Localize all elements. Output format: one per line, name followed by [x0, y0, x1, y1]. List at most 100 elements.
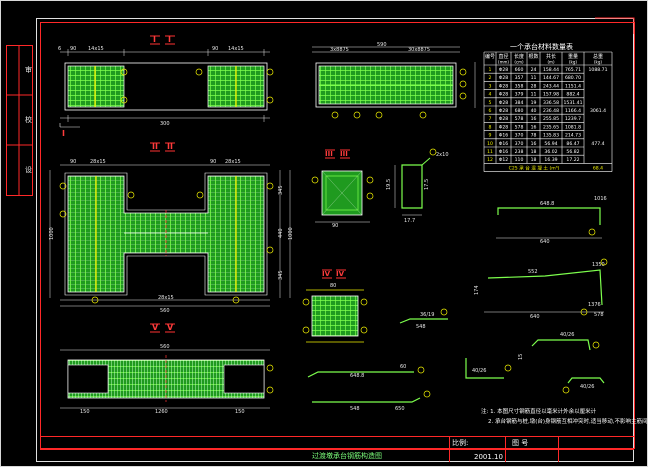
dim-top-left-c: 6: [58, 46, 61, 52]
table-cell: 2: [489, 75, 492, 81]
side-label-column: 审 校 设: [6, 45, 33, 196]
dim-stirrup-b: 19.5: [386, 179, 392, 190]
dim-bar5-a: 548: [350, 406, 360, 412]
section-III-mark-b: III: [340, 150, 348, 158]
table-cell: 17.22: [566, 157, 579, 163]
table-unit: (cm): [514, 60, 524, 65]
table-header: 编号: [485, 53, 495, 60]
table-cell: 660: [515, 67, 524, 73]
view-elevation: 590 3x8875 30x8875: [312, 42, 476, 119]
table-cell: 18: [531, 149, 537, 155]
table-footer-value: 68.4: [593, 165, 603, 171]
table-cell: 680.70: [565, 75, 581, 81]
table-header: 重量: [568, 53, 578, 60]
dim-bottom-left: 560: [160, 344, 170, 350]
table-cell: Φ28: [499, 108, 509, 114]
table-cell: 370: [515, 141, 524, 147]
table-cell: 4: [489, 92, 492, 98]
section-V-mark-b: V: [167, 323, 174, 332]
table-cell: 238: [515, 149, 524, 155]
view-section-IV: IV IV 80: [302, 269, 368, 343]
section-I-left: I: [62, 129, 65, 138]
drawing-title: 过渡墩承台钢筋构造图: [312, 451, 382, 460]
section-IV-mark-b: IV: [336, 270, 345, 278]
table-cell: 9: [489, 133, 492, 139]
dim-bar2-a: 552: [528, 269, 538, 275]
dim-hplan-r3: 345: [278, 270, 284, 280]
title-block: 过渡墩承台钢筋构造图 比例: 图 号 2001.10: [40, 436, 634, 462]
note-line-2: 2. 承台钢筋与桩,墩(台)身钢筋互相冲突时,适当移动,不影响主筋间距及: [488, 417, 648, 425]
table-footer-label: C25 承 台 混 凝 土 (m³): [509, 164, 560, 171]
table-cell: 56.94: [544, 141, 557, 147]
table-header: 根数: [528, 53, 538, 60]
table-cell: Φ28: [499, 92, 509, 98]
table-cell: 882.4: [566, 92, 579, 98]
table-header: 总重: [593, 53, 603, 60]
table-unit: (m): [547, 60, 554, 65]
table-cell: Φ16: [499, 133, 509, 139]
table-cell: 578: [515, 124, 524, 130]
dim-sec4-a: 80: [330, 283, 336, 289]
view-section-III: III III 90: [311, 149, 374, 229]
dim-bar2-b: 1350: [592, 262, 605, 268]
dim-bar3-a: 36/19: [420, 312, 434, 318]
table-cell: 157.98: [543, 92, 559, 98]
table-cell: 158.44: [543, 67, 559, 73]
dim-top-span: 300: [160, 121, 170, 127]
dim-stirrup-c: 17.5: [424, 179, 430, 190]
section-I-mark-b: I: [168, 35, 171, 44]
dim-top-mid-a: 14x15: [228, 46, 244, 52]
dim-bar4-a: 648.8: [350, 373, 364, 379]
table-cell: 765.71: [565, 67, 581, 73]
table-cell: Φ28: [499, 124, 509, 130]
dim-stirrup-d: 17.7: [404, 218, 415, 224]
dim-bar1-c: 640: [540, 239, 550, 245]
table-cell: 336.58: [543, 100, 559, 106]
table-cell: 36.02: [544, 149, 557, 155]
side-label-2: 校: [25, 115, 32, 124]
dim-hplan-f: 28x15: [158, 295, 174, 301]
dim-hplan-r1: 345: [278, 185, 284, 195]
table-cell: Φ28: [499, 67, 509, 73]
dim-bar7-a: 40/26: [472, 368, 486, 374]
dim-hplan-b: 28x15: [90, 159, 106, 165]
table-cell: 1: [489, 67, 492, 73]
table-cell: 135.83: [543, 133, 559, 139]
table-cell: 40: [531, 108, 537, 114]
section-II-mark: II: [152, 142, 158, 151]
dim-hplan-c: 28x15: [225, 159, 241, 165]
dim-hplan-r2: 440: [278, 228, 284, 238]
table-cell: 8: [489, 124, 492, 130]
table-cell: 78: [531, 133, 537, 139]
table-cell: 1081.8: [565, 124, 581, 130]
table-cell: 3: [489, 83, 492, 89]
dim-bar3-c: 548: [416, 324, 426, 330]
table-header: 直径: [498, 53, 508, 60]
table-cell: 86.47: [566, 141, 579, 147]
date-label: 2001.10: [474, 453, 503, 461]
dim-top-mid-b: 90: [212, 46, 218, 52]
dim-bar5-b: 650: [395, 406, 405, 412]
table-cell: Φ28: [499, 75, 509, 81]
table-cell: 1531.41: [564, 100, 583, 106]
dim-bar1-b: 1016: [594, 196, 607, 202]
table-header: 长度: [514, 53, 524, 60]
table-cell: 24: [531, 67, 537, 73]
view-top-left: 90 14x15 6 14x15 90 300 I I I: [58, 35, 274, 138]
table-cell: Φ12: [499, 157, 509, 163]
table-cell: 28: [531, 83, 537, 89]
table-cell: Φ16: [499, 141, 509, 147]
dim-bar6-a: 40/26: [560, 332, 574, 338]
table-cell: 144.67: [543, 75, 559, 81]
note-line-1: 注: 1. 本图尺寸钢筋直径以毫米计外余以厘米计: [481, 407, 597, 415]
dim-elev-b: 3x8875: [330, 47, 349, 53]
stirrup-detail: 19.5 17.5 17.7 2x10: [386, 148, 449, 224]
table-cell: 16: [531, 116, 537, 122]
table-cell: 16.39: [544, 157, 557, 163]
material-table: 一个承台材料数量表 编号直径(mm)长度(cm)根数共长(m)重量(kg)总重(…: [483, 42, 613, 172]
table-cell: 1151.4: [565, 83, 581, 89]
section-I-mark: I: [153, 35, 156, 44]
table-cell: Φ28: [499, 116, 509, 122]
